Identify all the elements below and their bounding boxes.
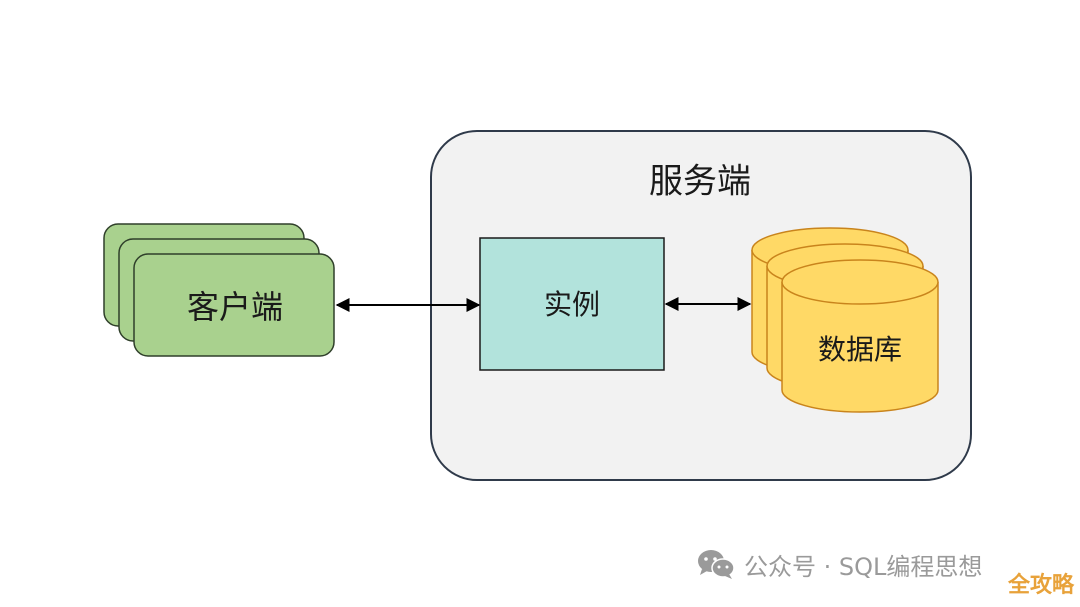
database-stack	[751, 227, 939, 413]
client-stack	[103, 223, 335, 357]
corner-badge: 全攻略	[1007, 573, 1074, 598]
database-cylinder-front	[781, 259, 939, 413]
server-label: 服务端	[649, 161, 751, 202]
instance-label: 实例	[543, 288, 601, 321]
watermark: 公众号 · SQL编程思想	[696, 548, 983, 581]
watermark-text: 公众号 · SQL编程思想	[744, 552, 983, 581]
wechat-icon	[698, 550, 735, 579]
database-label: 数据库	[817, 333, 903, 366]
instance-box	[479, 237, 665, 371]
client-label: 客户端	[186, 288, 284, 326]
client-card-front	[133, 253, 335, 357]
